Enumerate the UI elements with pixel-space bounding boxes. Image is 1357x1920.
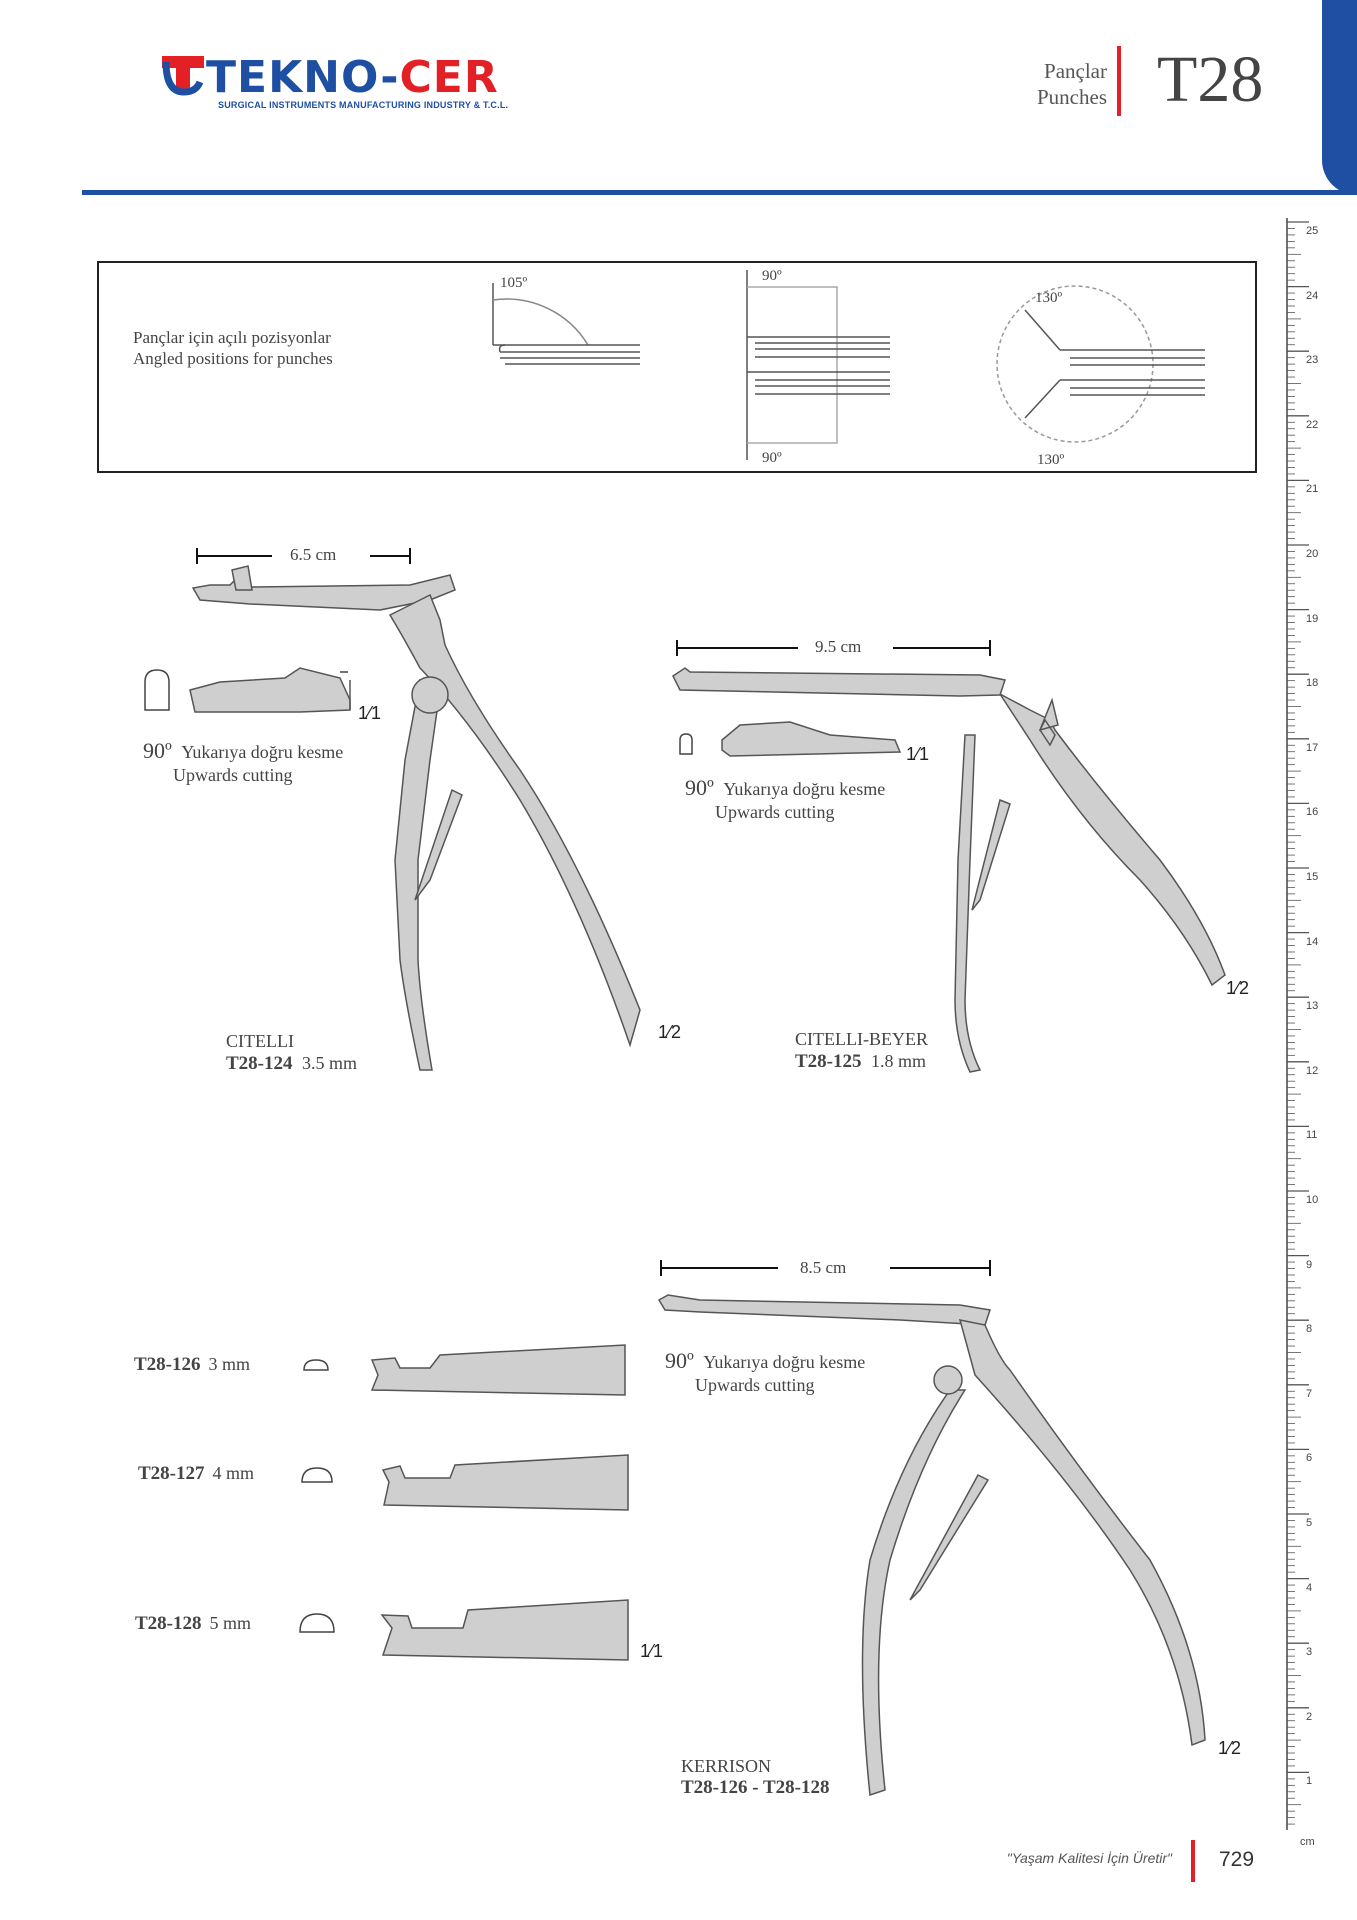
cm-ruler-label: 18 [1306, 677, 1319, 690]
cm-ruler-label: 12 [1306, 1064, 1319, 1077]
kerrison-angle: 90º [665, 1348, 694, 1373]
kerrison-variant-size: 5 mm [209, 1613, 252, 1633]
citelli-dimension: 6.5 cm [290, 545, 337, 564]
category-title-en: Punches [1037, 85, 1107, 109]
kerrison-scale-detail: 1⁄1 [640, 1641, 664, 1661]
page-number: 729 [1219, 1848, 1255, 1871]
kerrison-cut-info: 90º Yukarıya doğru kesme Upwards cutting [665, 1350, 865, 1397]
brand-name-part2: CER [399, 52, 499, 103]
category-separator [1117, 46, 1121, 116]
cm-ruler-label: 22 [1306, 418, 1319, 431]
citelli-size: 3.5 mm [302, 1053, 358, 1073]
kerrison-cut-en: Upwards cutting [695, 1375, 815, 1395]
cm-ruler-unit: cm [1300, 1836, 1315, 1848]
angle-label-130-bottom: 130º [1037, 452, 1065, 468]
cm-ruler [1286, 218, 1309, 1830]
citelli-scale-detail: 1⁄1 [358, 703, 382, 723]
angle-label-90-bottom: 90º [762, 450, 782, 466]
cm-ruler-label: 15 [1306, 871, 1319, 883]
citelli-beyer-scale-detail: 1⁄1 [906, 744, 930, 764]
citelli-beyer-cut-tr: Yukarıya doğru kesme [723, 779, 886, 799]
logo-mark-icon [162, 56, 204, 96]
cm-ruler-label: 1 [1306, 1775, 1313, 1788]
citelli-beyer-scale-main: 1⁄2 [1226, 978, 1250, 998]
cm-ruler-label: 7 [1306, 1387, 1313, 1400]
citelli-beyer-cut-info: 90º Yukarıya doğru kesme Upwards cutting [685, 777, 885, 824]
citelli-cut-en: Upwards cutting [173, 765, 293, 785]
kerrison-name: KERRISON [681, 1756, 772, 1776]
kerrison-variant-size: 4 mm [212, 1463, 255, 1483]
footer-slogan: "Yaşam Kalitesi İçin Üretir" [1006, 1850, 1172, 1866]
angle-diagram-130 [996, 285, 1205, 443]
angle-label-130-top: 130º [1035, 290, 1063, 306]
category-title: Pançlar Punches [1037, 58, 1107, 110]
citelli-beyer-name: CITELLI-BEYER [795, 1029, 928, 1049]
citelli-angle: 90º [143, 738, 172, 763]
citelli-beyer-angle: 90º [685, 775, 714, 800]
citelli-beyer-cut-en: Upwards cutting [715, 802, 835, 822]
angle-diagram-90 [746, 270, 890, 460]
cm-ruler-label: 25 [1306, 225, 1319, 237]
cm-ruler-label: 11 [1306, 1129, 1318, 1142]
cm-ruler-label: 9 [1306, 1258, 1313, 1271]
kerrison-variant-size: 3 mm [208, 1354, 251, 1374]
header-rule [82, 190, 1357, 195]
citelli-beyer-caption: CITELLI-BEYER T28-125 1.8 mm [795, 1028, 928, 1073]
cm-ruler-label: 5 [1306, 1517, 1313, 1529]
kerrison-dimension: 8.5 cm [800, 1258, 847, 1277]
cm-ruler-label: 8 [1306, 1323, 1313, 1336]
category-code: T28 [1157, 43, 1264, 116]
cm-ruler-label: 17 [1306, 741, 1319, 754]
citelli-beyer-size: 1.8 mm [871, 1051, 927, 1071]
cm-ruler-label: 19 [1306, 612, 1319, 625]
brand-name-part1: TEKNO- [206, 52, 400, 103]
angled-positions-box [97, 261, 1257, 473]
cm-ruler-label: 13 [1306, 1000, 1319, 1013]
kerrison-variant-code: T28-128 [135, 1613, 202, 1634]
citelli-beyer-dimension: 9.5 cm [815, 637, 862, 656]
category-title-tr: Pançlar [1044, 59, 1107, 83]
kerrison-variant-row: T28-128 5 mm [135, 1613, 251, 1635]
kerrison-variant-row: T28-127 4 mm [138, 1463, 254, 1485]
kerrison-code-range: T28-126 - T28-128 [681, 1777, 830, 1798]
footer-separator [1191, 1840, 1195, 1882]
citelli-cut-info: 90º Yukarıya doğru kesme Upwards cutting [143, 740, 343, 787]
angle-diagram-105 [492, 283, 640, 365]
cm-ruler-label: 16 [1306, 806, 1319, 819]
citelli-cut-tr: Yukarıya doğru kesme [181, 742, 344, 762]
citelli-beyer-code: T28-125 [795, 1051, 862, 1072]
angle-label-105: 105º [500, 275, 528, 291]
citelli-scale-main: 1⁄2 [658, 1022, 682, 1042]
kerrison-variant-code: T28-126 [134, 1354, 201, 1375]
kerrison-variant-row: T28-126 3 mm [134, 1354, 250, 1376]
kerrison-variant-code: T28-127 [138, 1463, 205, 1484]
brand-logo: TEKNO-CER SURGICAL INSTRUMENTS MANUFACTU… [160, 52, 508, 110]
cm-ruler-label: 4 [1306, 1581, 1313, 1594]
cm-ruler-label: 23 [1306, 354, 1319, 367]
citelli-caption: CITELLI T28-124 3.5 mm [226, 1030, 357, 1075]
citelli-code: T28-124 [226, 1053, 293, 1074]
cm-ruler-label: 14 [1306, 935, 1319, 948]
cm-ruler-label: 3 [1306, 1646, 1313, 1659]
citelli-name: CITELLI [226, 1031, 294, 1051]
angled-positions-label-en: Angled positions for punches [133, 349, 333, 368]
cm-ruler-label: 6 [1306, 1452, 1313, 1465]
cm-ruler-label: 2 [1306, 1710, 1313, 1723]
kerrison-scale-main: 1⁄2 [1218, 1738, 1242, 1758]
header-accent-tab [1322, 0, 1357, 195]
angled-positions-label-tr: Pançlar için açılı pozisyonlar [133, 328, 331, 347]
cm-ruler-label: 10 [1306, 1194, 1319, 1206]
kerrison-cut-tr: Yukarıya doğru kesme [703, 1352, 866, 1372]
angled-positions-label: Pançlar için açılı pozisyonlar Angled po… [133, 327, 333, 369]
brand-tagline: SURGICAL INSTRUMENTS MANUFACTURING INDUS… [218, 100, 509, 110]
kerrison-caption: KERRISON T28-126 - T28-128 [681, 1755, 829, 1799]
angle-label-90-top: 90º [762, 268, 782, 284]
cm-ruler-label: 20 [1306, 548, 1319, 560]
cm-ruler-label: 24 [1306, 289, 1319, 302]
cm-ruler-label: 21 [1306, 483, 1319, 496]
